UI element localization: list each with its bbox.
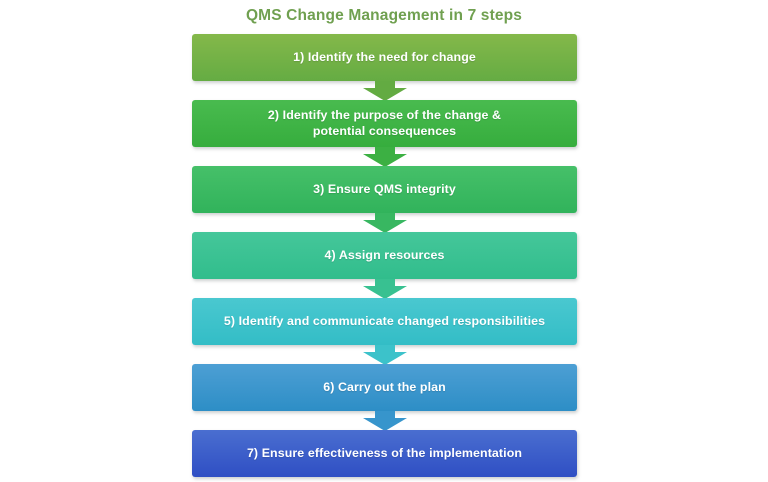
flow-step-4[interactable]: 4) Assign resources — [192, 232, 577, 299]
flow-step-label: 3) Ensure QMS integrity — [313, 181, 456, 196]
down-arrow-icon — [359, 81, 411, 101]
down-arrow-icon — [359, 345, 411, 365]
flow-step-label: 1) Identify the need for change — [293, 49, 476, 64]
flow-step-label: 4) Assign resources — [324, 247, 445, 262]
flow-step-6[interactable]: 6) Carry out the plan — [192, 364, 577, 431]
down-arrow-icon — [359, 279, 411, 299]
flow-step-label: 7) Ensure effectiveness of the implement… — [246, 445, 523, 460]
down-arrow-icon — [359, 147, 411, 167]
flowchart-steps: 1) Identify the need for change 2) Identi… — [192, 34, 577, 477]
flow-step-5[interactable]: 5) Identify and communicate changed resp… — [192, 298, 577, 365]
flow-step-label: 6) Carry out the plan — [323, 379, 446, 394]
flow-step-1[interactable]: 1) Identify the need for change — [192, 34, 577, 101]
down-arrow-icon — [359, 411, 411, 431]
flow-step-label: 5) Identify and communicate changed resp… — [223, 313, 546, 328]
down-arrow-icon — [359, 213, 411, 233]
flow-step-2[interactable]: 2) Identify the purpose of the change & … — [192, 100, 577, 167]
flow-step-7[interactable]: 7) Ensure effectiveness of the implement… — [192, 430, 577, 477]
flow-step-3[interactable]: 3) Ensure QMS integrity — [192, 166, 577, 233]
flow-step-label: 2) Identify the purpose of the change & … — [267, 108, 502, 138]
page-title: QMS Change Management in 7 steps — [245, 7, 523, 24]
